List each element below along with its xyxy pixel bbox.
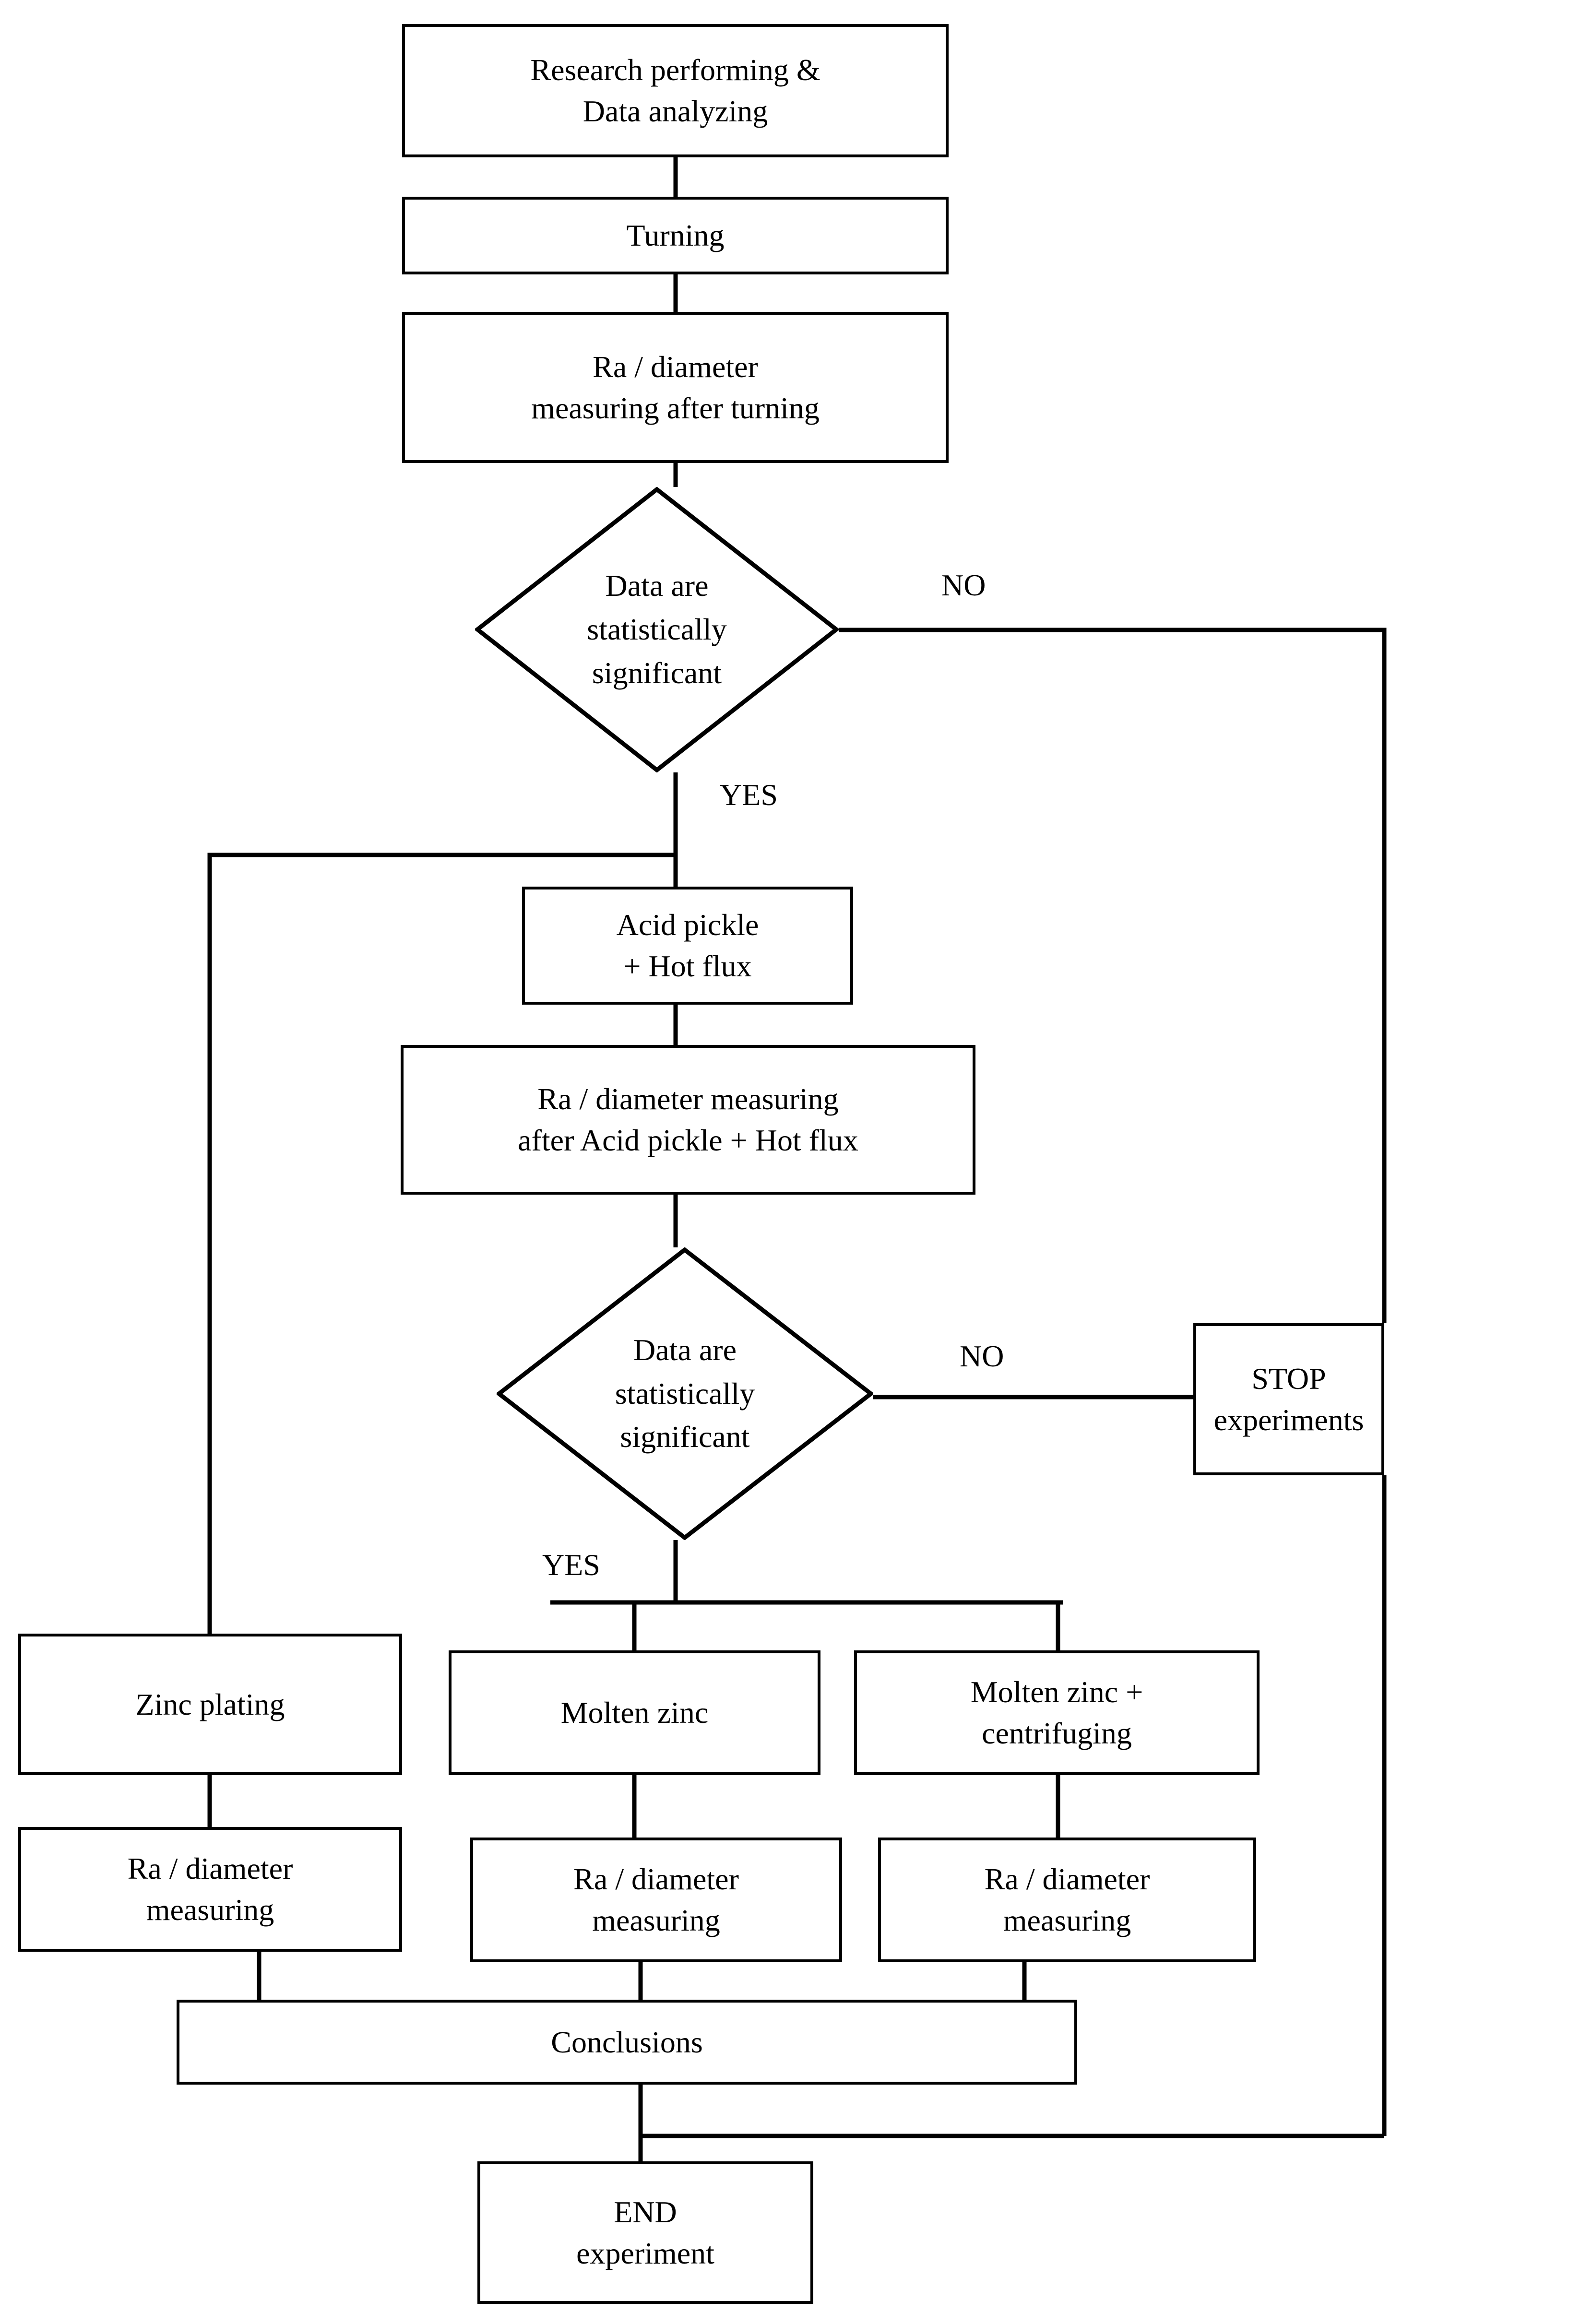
edge-label-decision2-no: NO [960,1339,1004,1373]
node-ra-measuring-zinc-plating[interactable]: Ra / diameter measuring [18,1827,402,1952]
node-conclusions[interactable]: Conclusions [177,2000,1077,2085]
node-ra-measuring-molten-centrifuging[interactable]: Ra / diameter measuring [878,1838,1256,1962]
node-zinc-plating[interactable]: Zinc plating [18,1634,402,1775]
edge-decision1-no [839,628,1387,1323]
node-molten-zinc[interactable]: Molten zinc [449,1650,820,1775]
diamond-shape-1 [475,487,839,772]
node-decision-data-significant-2[interactable]: Data are statistically significant [497,1247,873,1540]
edge-label-decision2-yes: YES [542,1548,600,1582]
diamond-shape-2 [497,1247,873,1540]
edge-label-decision1-yes: YES [720,778,778,812]
node-molten-zinc-centrifuging[interactable]: Molten zinc + centrifuging [854,1650,1260,1775]
node-ra-diameter-after-turning[interactable]: Ra / diameter measuring after turning [402,312,949,463]
decision-2-label: Data are statistically significant [615,1332,755,1454]
node-decision-data-significant-1[interactable]: Data are statistically significant [475,487,839,772]
node-research-performing[interactable]: Research performing & Data analyzing [402,24,949,157]
node-turning[interactable]: Turning [402,197,949,274]
node-stop-experiments[interactable]: STOP experiments [1193,1323,1384,1475]
node-ra-measuring-molten-zinc[interactable]: Ra / diameter measuring [470,1838,842,1962]
node-acid-pickle-hot-flux[interactable]: Acid pickle + Hot flux [522,887,853,1005]
node-ra-diameter-after-acid-pickle[interactable]: Ra / diameter measuring after Acid pickl… [401,1045,975,1195]
edge-label-decision1-no: NO [941,568,986,602]
node-end-experiment[interactable]: END experiment [477,2161,813,2304]
decision-1-label: Data are statistically significant [587,569,727,690]
